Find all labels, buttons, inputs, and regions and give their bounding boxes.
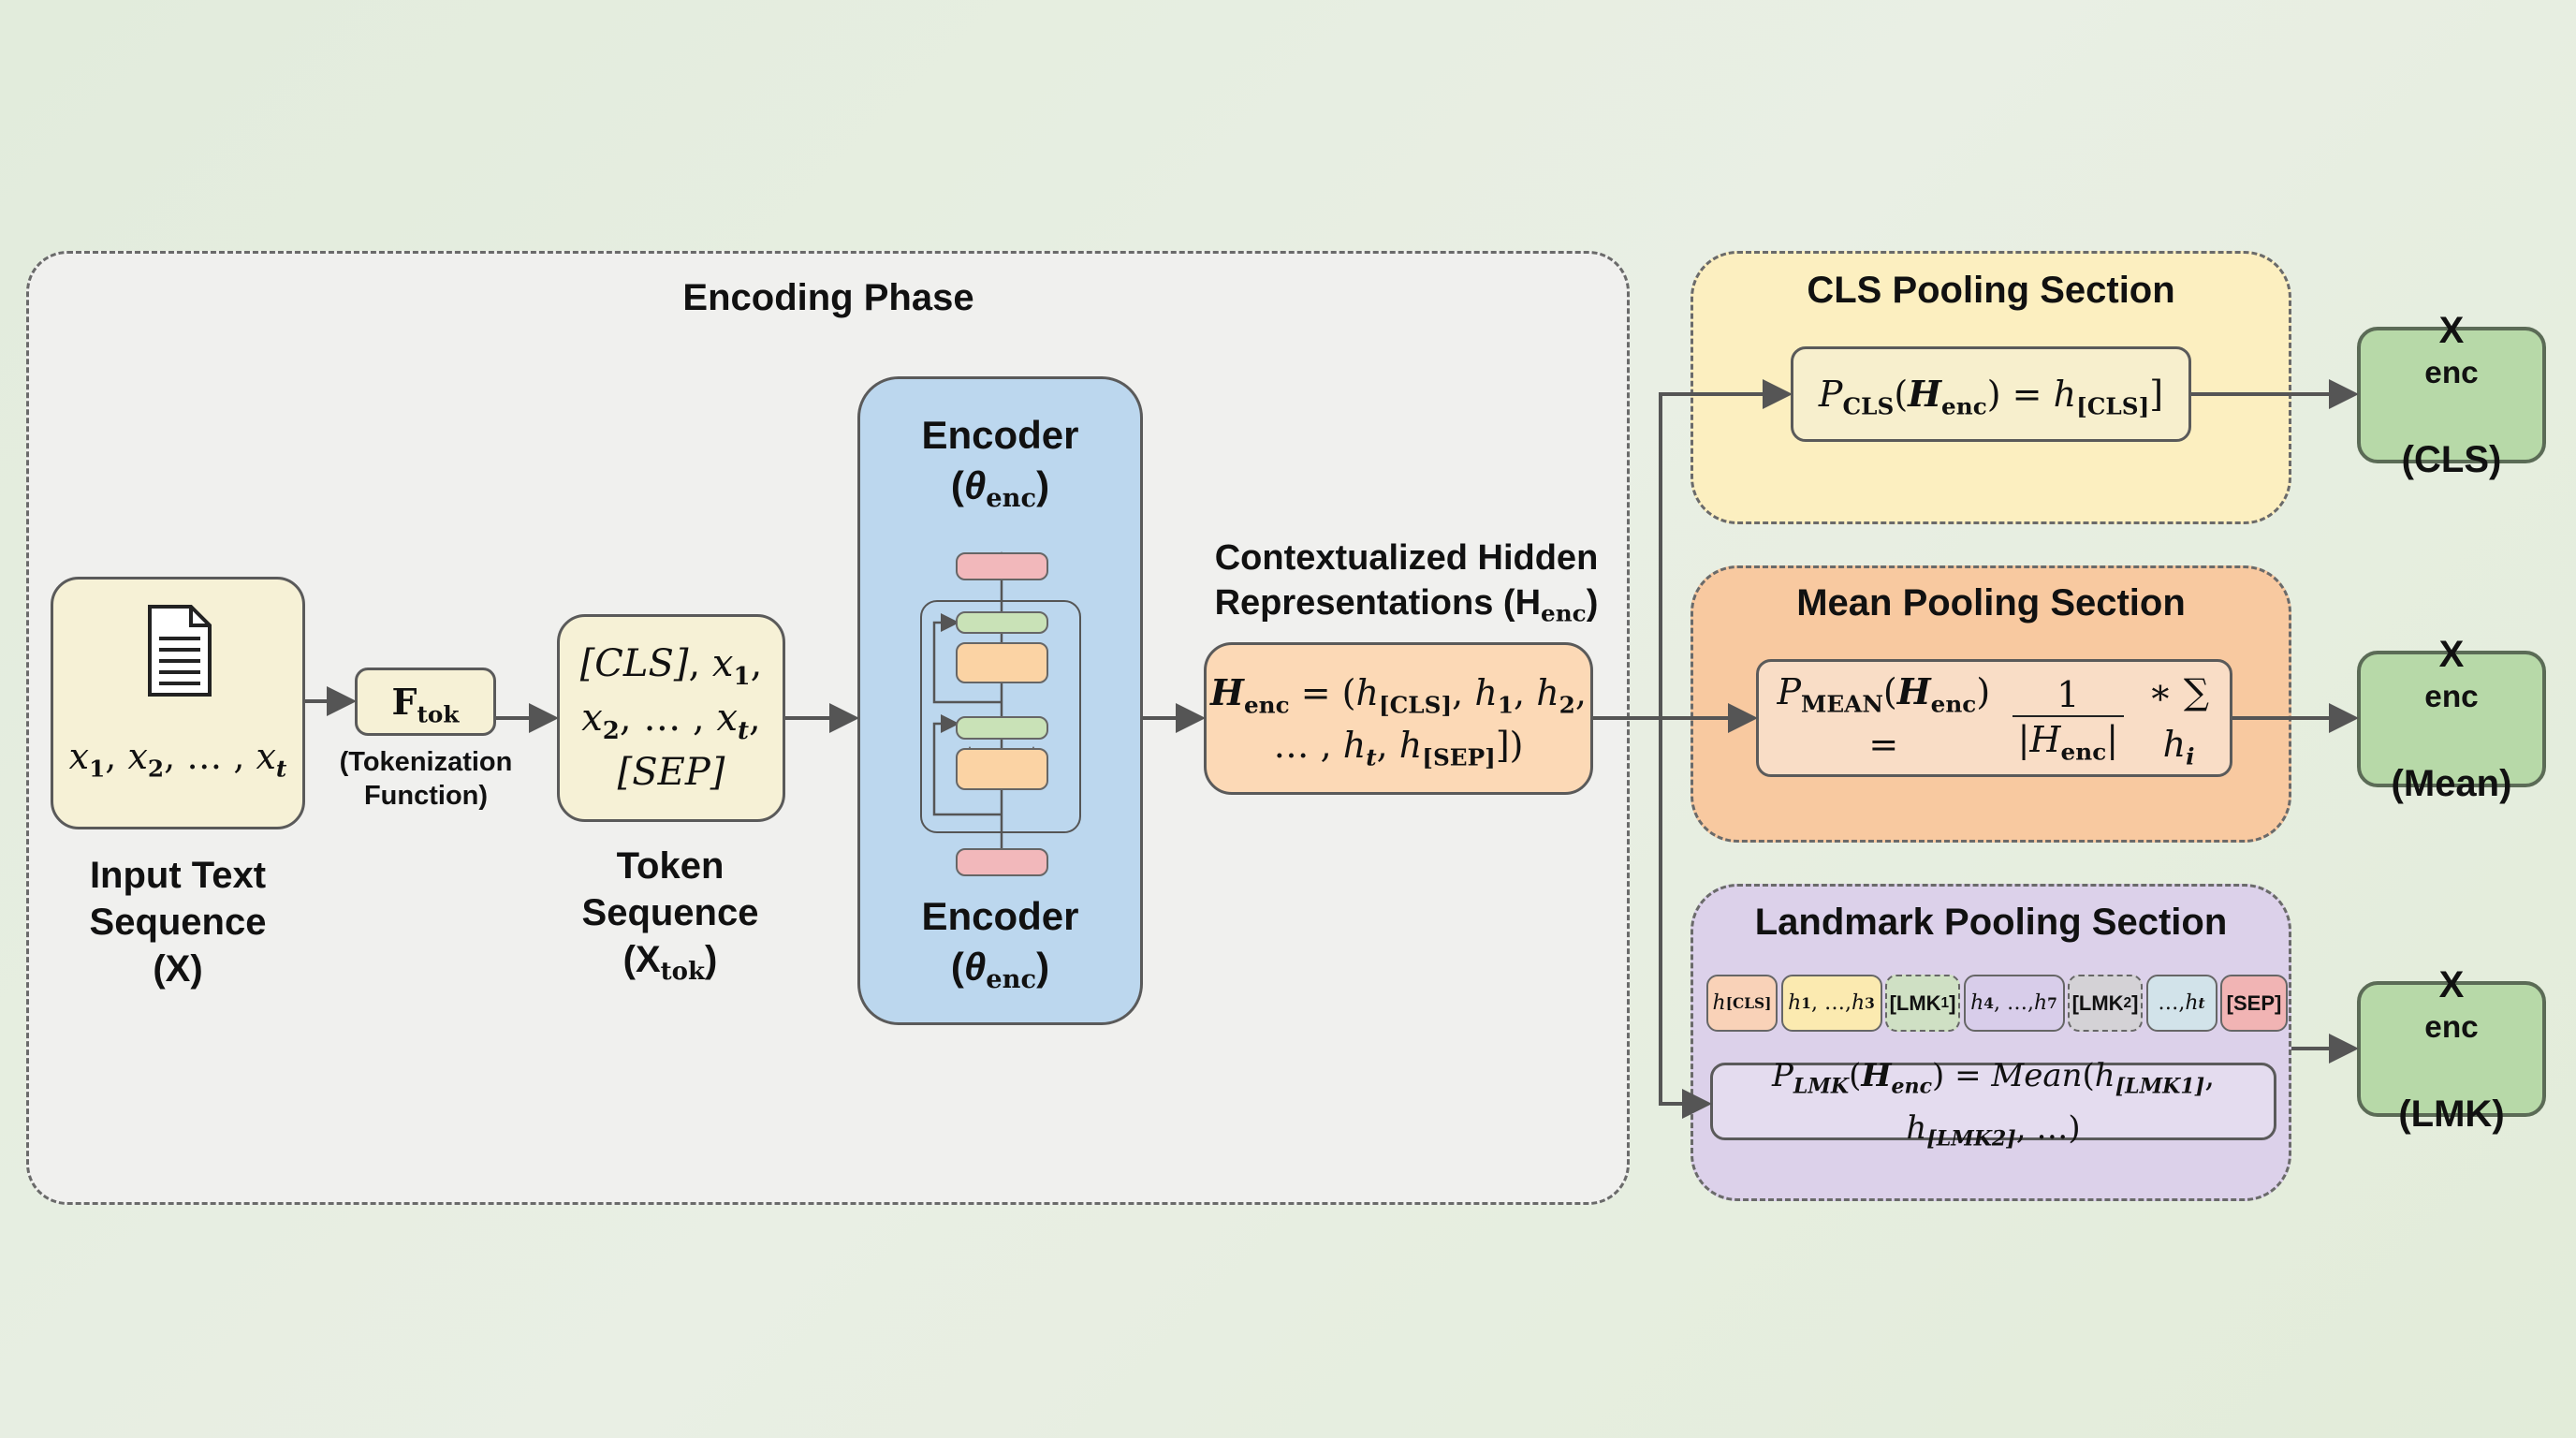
self-attention-layer <box>956 748 1048 790</box>
mean-formula-box: PMEAN(Henc) = 1 |Henc| ∗ ∑ hi <box>1756 659 2232 777</box>
output-embedding-layer <box>956 552 1048 580</box>
landmark-token: [SEP] <box>2220 975 2288 1032</box>
feed-forward-layer <box>956 642 1048 683</box>
cls-pooling-title: CLS Pooling Section <box>1807 270 2175 311</box>
encoder-top-label: Encoder(θenc) <box>921 413 1079 514</box>
encoder-block <box>857 376 1143 1025</box>
mean-fraction: 1 |Henc| <box>2012 674 2125 763</box>
encoder-bottom-label: Encoder(θenc) <box>921 894 1079 995</box>
input-embedding-layer <box>956 848 1048 876</box>
hidden-repr-box: Henc = (h[CLS], h1, h2,… , ht, h[SEP]]) <box>1204 642 1593 795</box>
hidden-repr-formula: Henc = (h[CLS], h1, h2,… , ht, h[SEP]]) <box>1210 670 1587 771</box>
landmark-pooling-title: Landmark Pooling Section <box>1754 902 2228 943</box>
landmark-token: h[CLS] <box>1706 975 1778 1032</box>
tokenizer-box: Ftok <box>355 668 496 736</box>
mean-formula-left: PMEAN(Henc) = <box>1777 670 1991 765</box>
lmk-formula-box: PLMK(Henc) = Mean(h[LMK1], h[LMK2], …) <box>1710 1057 2276 1149</box>
lmk-formula: PLMK(Henc) = Mean(h[LMK1], h[LMK2], …) <box>1771 1056 2215 1152</box>
cls-formula: PCLS(Henc) = h[CLS]] <box>1818 373 2164 420</box>
mean-pooling-title: Mean Pooling Section <box>1796 582 2186 624</box>
mean-numerator: 1 <box>2056 674 2080 715</box>
add-norm-layer-1 <box>956 716 1048 740</box>
encoding-phase-title: Encoding Phase <box>682 277 974 318</box>
tokenizer-name: Ftok <box>391 680 460 728</box>
cls-formula-box: PCLS(Henc) = h[CLS]] <box>1791 346 2191 442</box>
mean-formula: PMEAN(Henc) = 1 |Henc| ∗ ∑ hi <box>1759 666 2230 770</box>
add-norm-layer-2 <box>956 611 1048 634</box>
mean-formula-right: ∗ ∑ hi <box>2148 671 2210 770</box>
encoder-internal-arrows <box>932 551 1043 848</box>
landmark-pooling-section <box>1690 884 2291 1201</box>
mean-denominator: |Henc| <box>2012 715 2125 763</box>
document-icon <box>148 605 212 697</box>
token-sequence-content: [CLS], x1,x2, … , xt,[SEP] <box>579 642 763 794</box>
token-sequence-box: [CLS], x1,x2, … , xt,[SEP] <box>557 614 785 822</box>
input-sequence: x1, x2, … , xt <box>68 736 287 783</box>
